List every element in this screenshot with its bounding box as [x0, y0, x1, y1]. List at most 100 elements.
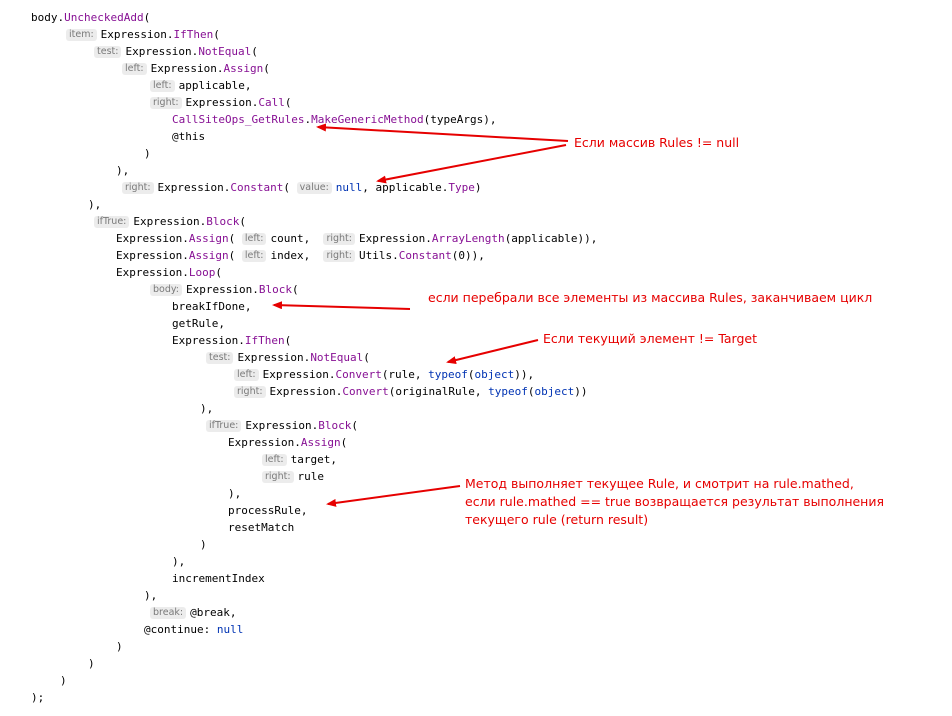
code-token: Expression.: [116, 249, 189, 262]
code-line: right:Expression.Call(: [150, 95, 292, 111]
code-token: ): [60, 674, 67, 687]
code-line: incrementIndex: [172, 571, 265, 587]
code-line: @continue: null: [144, 622, 243, 638]
code-token: Expression.: [100, 28, 174, 41]
code-token: ),: [172, 555, 186, 568]
code-token: (: [213, 28, 220, 41]
code-token: incrementIndex: [172, 572, 265, 585]
parameter-hint: right:: [323, 250, 355, 262]
code-token: count,: [270, 232, 324, 245]
parameter-hint: body:: [150, 284, 183, 296]
code-token: ): [88, 657, 95, 670]
code-token: object: [534, 385, 575, 398]
code-token: processRule,: [228, 504, 308, 517]
code-line: breakIfDone,: [172, 299, 251, 315]
code-token: ): [116, 640, 123, 653]
code-line: Expression.Assign(: [228, 435, 347, 451]
code-token: Constant: [398, 249, 452, 262]
code-line: left:applicable,: [150, 78, 251, 94]
code-line: test:Expression.NotEqual(: [94, 44, 258, 60]
code-token: Block: [258, 283, 292, 296]
code-line: left:Expression.Convert(rule, typeof(obj…: [234, 367, 534, 383]
code-token: ),: [144, 589, 158, 602]
annotation-rules-not-null: Если массив Rules != null: [574, 135, 740, 150]
code-line: ): [88, 656, 95, 672]
code-token: @break,: [190, 606, 237, 619]
code-token: ),: [228, 487, 242, 500]
annotation-process-rule-3: текущего rule (return result): [465, 512, 649, 527]
code-token: (: [283, 181, 297, 194]
code-token: Type: [448, 181, 475, 194]
code-line: );: [31, 690, 44, 706]
code-line: processRule,: [228, 503, 307, 519]
code-token: Expression.: [245, 419, 319, 432]
code-token: Expression.: [150, 62, 224, 75]
code-token: Expression.: [185, 96, 259, 109]
arrow-to-process-rule: [326, 485, 461, 507]
code-token: CallSiteOps_GetRules: [172, 113, 305, 126]
code-line: ),: [144, 588, 157, 604]
code-token: Convert: [342, 385, 389, 398]
code-token: (applicable)),: [504, 232, 598, 245]
code-token: applicable,: [178, 79, 252, 92]
code-token: Expression.: [116, 266, 189, 279]
code-token: Expression.: [237, 351, 311, 364]
code-token: Loop: [188, 266, 216, 279]
code-token: Assign: [188, 249, 229, 262]
parameter-hint: right:: [234, 386, 266, 398]
code-token: (: [228, 249, 242, 262]
code-token: (: [284, 96, 292, 109]
code-token: IfThen: [173, 28, 214, 41]
parameter-hint: left:: [150, 80, 175, 92]
code-line: CallSiteOps_GetRules.MakeGenericMethod(t…: [172, 112, 497, 128]
code-token: Assign: [188, 232, 229, 245]
code-token: Utils.: [358, 249, 399, 262]
code-token: (: [215, 266, 222, 279]
code-token: (: [251, 45, 258, 58]
code-token: (: [143, 11, 151, 24]
code-line: resetMatch: [228, 520, 294, 536]
code-token: , applicable.: [362, 181, 449, 194]
code-token: Expression.: [116, 232, 189, 245]
parameter-hint: item:: [66, 29, 97, 41]
code-token: Expression.: [172, 334, 245, 347]
code-line: ): [200, 537, 207, 553]
code-token: typeof: [488, 385, 528, 398]
code-token: (0)),: [451, 249, 485, 262]
code-line: ifTrue:Expression.Block(: [206, 418, 358, 434]
parameter-hint: left:: [234, 369, 259, 381]
code-token: ): [200, 538, 207, 551]
code-token: @continue:: [144, 623, 217, 636]
code-line: left:target,: [262, 452, 337, 468]
code-token: Expression.: [133, 215, 207, 228]
code-token: null: [335, 181, 363, 194]
parameter-hint: break:: [150, 607, 187, 619]
code-token: Expression.: [186, 283, 259, 296]
code-token: (: [284, 334, 292, 347]
annotation-process-rule-1: Метод выполняет текущее Rule, и смотрит …: [465, 476, 854, 491]
parameter-hint: left:: [122, 63, 147, 75]
code-token: (: [467, 368, 475, 381]
code-token: Expression.: [269, 385, 343, 398]
code-token: Call: [258, 96, 285, 109]
code-line: ),: [172, 554, 185, 570]
code-token: Convert: [335, 368, 382, 381]
code-line: item:Expression.IfThen(: [66, 27, 220, 43]
code-line: right:Expression.Constant( value:null, a…: [122, 180, 482, 196]
code-token: (: [351, 419, 358, 432]
code-token: Assign: [300, 436, 341, 449]
code-token: Expression.: [228, 436, 301, 449]
code-token: Expression.: [262, 368, 336, 381]
code-token: Assign: [223, 62, 264, 75]
parameter-hint: left:: [241, 233, 267, 245]
arrow-to-null-constant: [376, 144, 567, 184]
code-token: NotEqual: [310, 351, 364, 364]
code-token: Expression.: [358, 232, 432, 245]
code-line: @this: [172, 129, 205, 145]
parameter-hint: right:: [150, 97, 182, 109]
code-line: break:@break,: [150, 605, 236, 621]
code-line: ): [60, 673, 67, 689]
code-line: Expression.Loop(: [116, 265, 222, 281]
code-token: .: [304, 113, 312, 126]
